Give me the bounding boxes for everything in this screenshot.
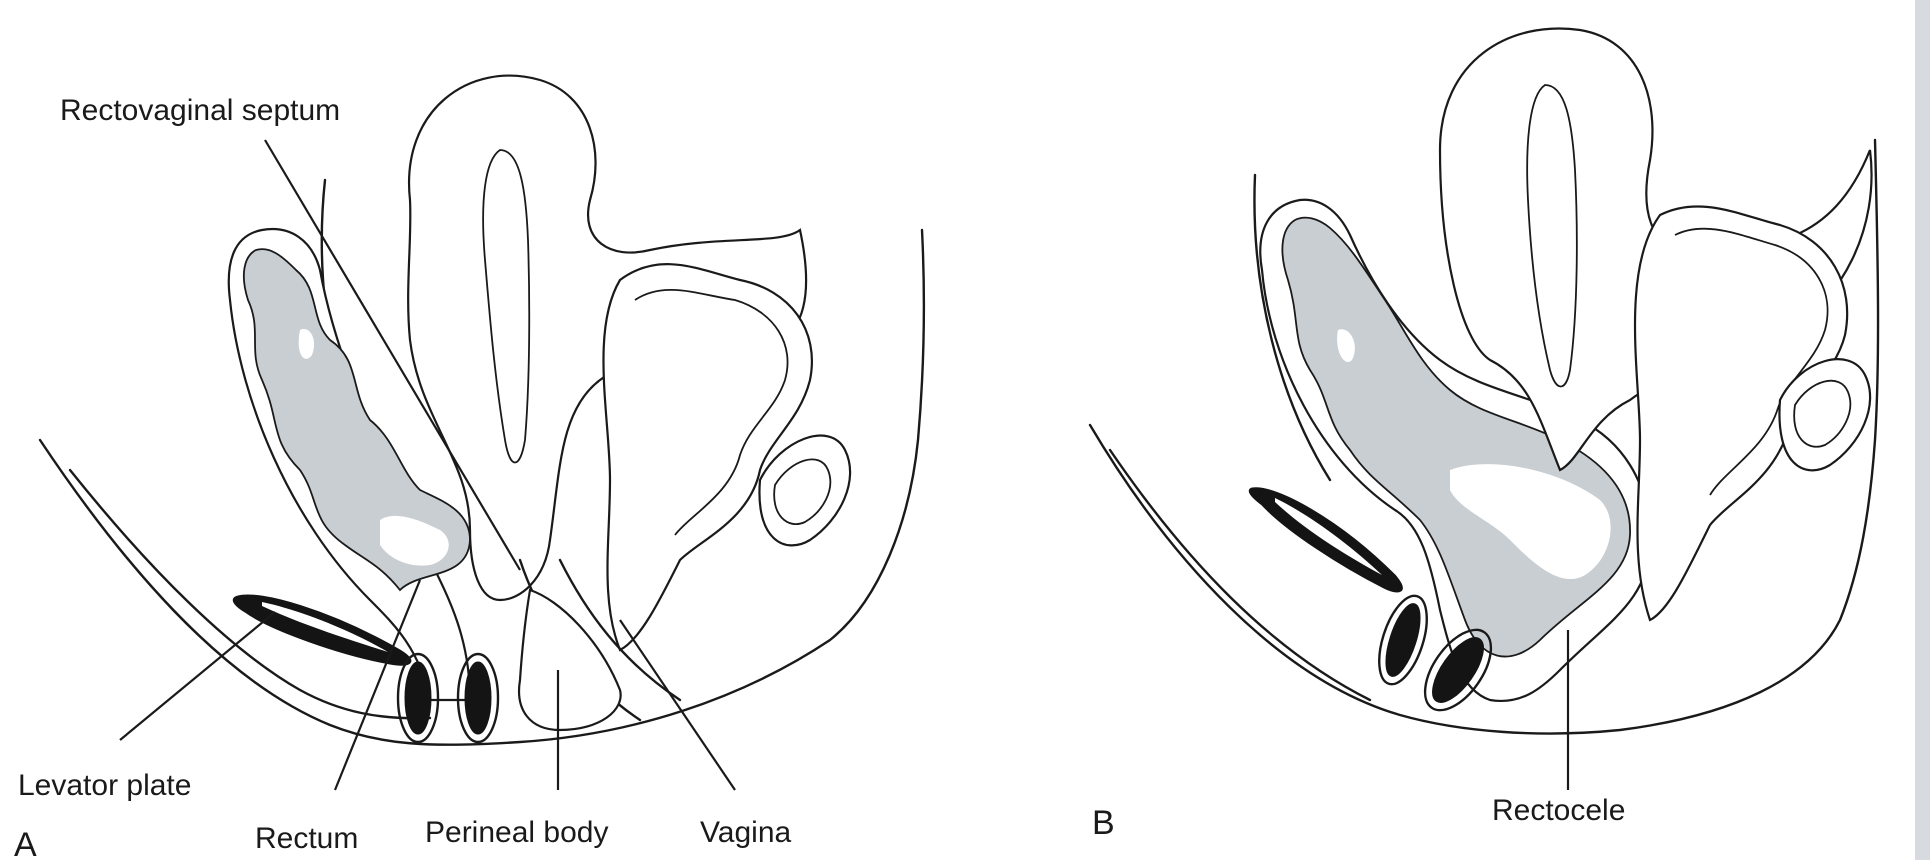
levator-plate-texture-b: [1275, 498, 1382, 575]
label-rectovaginal-septum: Rectovaginal septum: [60, 94, 340, 127]
anal-sphincter-b: [1379, 600, 1427, 680]
page-edge-shade: [1915, 0, 1930, 860]
leader-vagina: [620, 620, 735, 790]
panel-letter-a: A: [14, 826, 37, 860]
leader-levator-plate: [120, 612, 275, 740]
panel-letter-b: B: [1092, 804, 1115, 842]
pelvic-floor-inner-contour-b: [1110, 450, 1370, 700]
panel-b: Rectocele B: [1090, 29, 1878, 843]
label-rectum: Rectum: [255, 822, 358, 855]
anal-sphincter-a-2: [465, 662, 491, 734]
label-rectocele: Rectocele: [1492, 794, 1625, 827]
panel-a: Rectovaginal septum Levator plate Rectum…: [14, 76, 924, 860]
label-levator-plate: Levator plate: [18, 769, 191, 802]
pubic-loop-a: [759, 436, 850, 546]
label-vagina: Vagina: [700, 816, 792, 849]
anal-sphincter-a: [405, 662, 431, 734]
label-perineal-body: Perineal body: [425, 816, 608, 849]
perineal-body-a: [519, 590, 621, 730]
